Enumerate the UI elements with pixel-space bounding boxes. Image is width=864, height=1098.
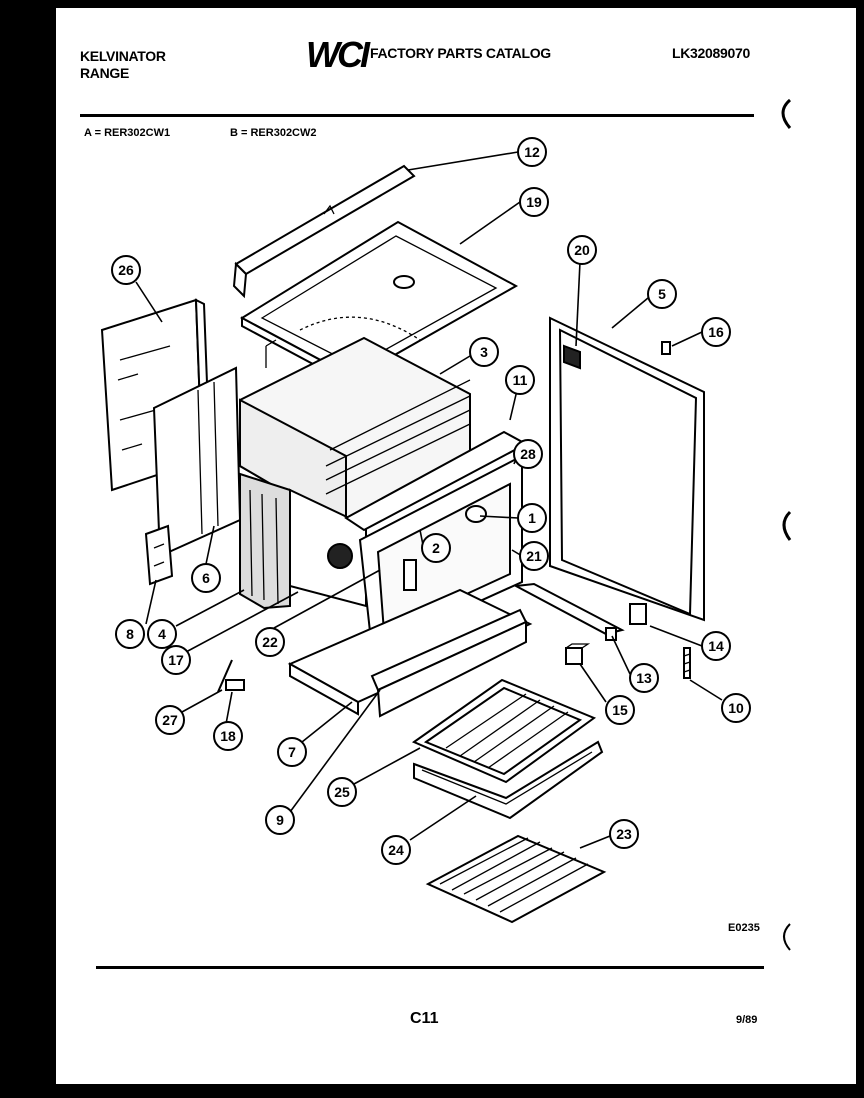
svg-text:1: 1	[528, 510, 536, 526]
part-broiler-pan	[413, 740, 604, 820]
part-switch	[565, 643, 591, 665]
svg-text:9: 9	[276, 812, 284, 828]
callout-8: 8	[115, 619, 145, 649]
svg-text:26: 26	[118, 262, 134, 278]
part-toe-kick-rail	[512, 582, 625, 641]
part-kick-plate	[370, 608, 528, 718]
callout-20: 20	[567, 235, 597, 265]
callout-21: 21	[519, 541, 549, 571]
callout-27: 27	[155, 705, 185, 735]
callout-12: 12	[517, 137, 547, 167]
callout-6: 6	[191, 563, 221, 593]
part-oven-insulation	[239, 336, 471, 530]
svg-text:22: 22	[262, 634, 278, 650]
svg-text:23: 23	[616, 826, 632, 842]
part-element-terminal	[217, 659, 245, 693]
svg-text:24: 24	[388, 842, 404, 858]
wci-logo: WCI	[306, 34, 370, 75]
callout-26: 26	[111, 255, 141, 285]
callout-5: 5	[647, 279, 677, 309]
page-number: C11	[410, 1010, 439, 1027]
part-back-trim	[232, 164, 416, 299]
svg-text:19: 19	[526, 194, 542, 210]
svg-text:10: 10	[728, 700, 744, 716]
binder-mark	[783, 923, 791, 951]
part-screw	[683, 647, 691, 679]
callout-3: 3	[469, 337, 499, 367]
header-rule	[80, 114, 754, 117]
svg-text:14: 14	[708, 638, 724, 654]
svg-text:17: 17	[168, 652, 184, 668]
part-bottom-panel	[287, 588, 533, 716]
leader-lines	[135, 151, 723, 849]
callout-16: 16	[701, 317, 731, 347]
svg-text:27: 27	[162, 712, 178, 728]
model-b: B = RER302CW2	[230, 127, 317, 139]
svg-text:28: 28	[520, 446, 536, 462]
svg-text:7: 7	[288, 744, 296, 760]
callout-2: 2	[421, 533, 451, 563]
svg-text:4: 4	[158, 626, 166, 642]
part-oven-rack	[425, 834, 607, 924]
binder-mark	[782, 510, 792, 541]
callout-9: 9	[265, 805, 295, 835]
svg-text:18: 18	[220, 728, 236, 744]
callout-19: 19	[519, 187, 549, 217]
callout-13: 13	[629, 663, 659, 693]
diagram-code: E0235	[728, 922, 760, 934]
svg-text:12: 12	[524, 144, 540, 160]
svg-text:11: 11	[513, 372, 528, 388]
callout-1: 1	[517, 503, 547, 533]
callout-24: 24	[381, 835, 411, 865]
callout-15: 15	[605, 695, 635, 725]
callout-22: 22	[255, 627, 285, 657]
svg-text:8: 8	[126, 626, 134, 642]
callout-17: 17	[161, 645, 191, 675]
svg-text:21: 21	[526, 548, 542, 564]
callout-23: 23	[609, 819, 639, 849]
svg-text:13: 13	[636, 670, 652, 686]
callout-25: 25	[327, 777, 357, 807]
catalog-number: LK32089070	[672, 45, 750, 61]
part-right-side-panel	[549, 316, 705, 625]
callout-11: 11	[505, 365, 535, 395]
print-date: 9/89	[736, 1014, 758, 1026]
callout-28: 28	[513, 439, 543, 469]
part-clip	[661, 341, 671, 355]
brand-name: KELVINATOR	[80, 48, 166, 64]
svg-text:5: 5	[658, 286, 666, 302]
product-type: RANGE	[80, 65, 130, 81]
catalog-title: FACTORY PARTS CATALOG	[370, 45, 551, 61]
svg-text:6: 6	[202, 570, 210, 586]
svg-text:16: 16	[708, 324, 724, 340]
svg-text:25: 25	[334, 784, 350, 800]
part-broiler-grid	[411, 678, 597, 784]
svg-text:15: 15	[612, 702, 628, 718]
callout-4: 4	[147, 619, 177, 649]
callout-18: 18	[213, 721, 243, 751]
svg-text:3: 3	[480, 344, 488, 360]
callout-7: 7	[277, 737, 307, 767]
binder-mark	[781, 98, 792, 129]
model-a: A = RER302CW1	[84, 127, 171, 139]
svg-text:20: 20	[574, 242, 590, 258]
svg-text:2: 2	[432, 540, 440, 556]
callout-10: 10	[721, 693, 751, 723]
part-bracket	[144, 524, 174, 586]
footer-rule	[96, 966, 764, 969]
callout-14: 14	[701, 631, 731, 661]
